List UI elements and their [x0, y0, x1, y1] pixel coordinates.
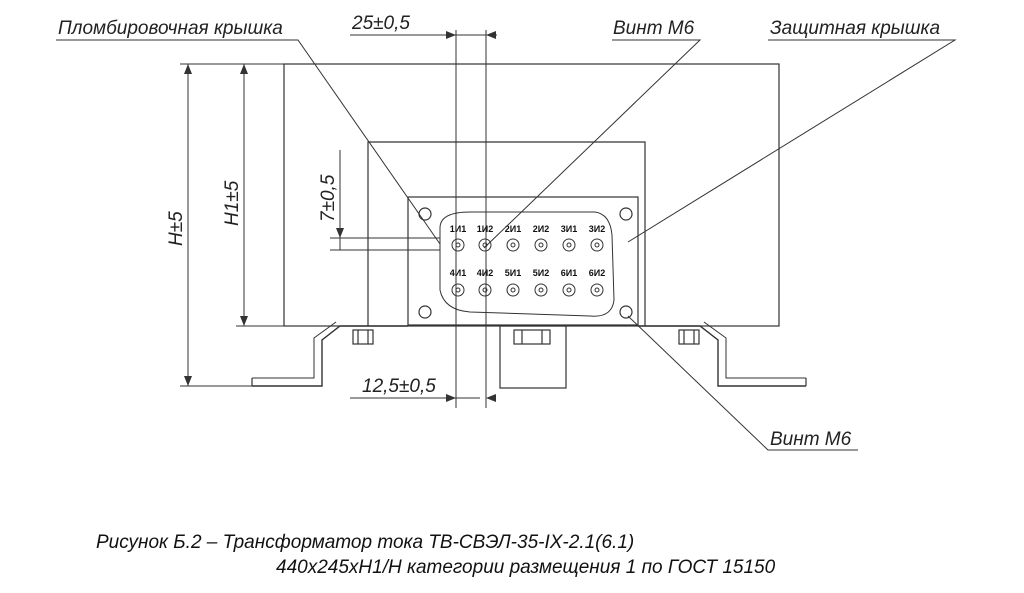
- terminal-label: 5И1: [505, 268, 521, 278]
- terminal-stud-center: [482, 287, 488, 293]
- terminal-label: 4И1: [450, 268, 466, 278]
- dimension-height-h: H±5: [166, 211, 187, 246]
- terminal-stud-center: [594, 242, 600, 248]
- terminal-stud: [590, 283, 604, 297]
- seal-cover-label: Пломбировочная крышка: [58, 18, 283, 39]
- terminal-label: 5И2: [533, 268, 549, 278]
- right-bracket: [638, 325, 806, 387]
- terminal-stud: [534, 238, 548, 252]
- screw-top-label: Винт М6: [613, 18, 695, 39]
- protective-cover-label: Защитная крышка: [770, 18, 940, 39]
- terminal-stud: [562, 238, 576, 252]
- panel-screw: [619, 207, 633, 221]
- terminal-stud: [451, 238, 465, 252]
- terminal-label: 4И2: [477, 268, 493, 278]
- terminal-stud: [562, 283, 576, 297]
- terminal-label: 1И2: [477, 224, 493, 234]
- terminal-stud: [478, 283, 492, 297]
- terminal-stud: [478, 238, 492, 252]
- terminal-stud-center: [455, 287, 461, 293]
- figure-caption-line-1: Рисунок Б.2 – Трансформатор тока ТВ-СВЭЛ…: [96, 532, 635, 553]
- right-bracket-inner: [703, 321, 806, 379]
- seal-cover-outline: [439, 211, 615, 317]
- inner-housing: [367, 141, 646, 326]
- terminal-panel: [407, 196, 639, 326]
- terminal-stud-center: [510, 242, 516, 248]
- terminal-label: 2И1: [505, 224, 521, 234]
- terminal-stud-center: [538, 242, 544, 248]
- terminal-stud-center: [594, 287, 600, 293]
- terminal-stud: [451, 283, 465, 297]
- dimension-top-width: 25±0,5: [351, 13, 410, 34]
- left-bracket: [252, 325, 408, 387]
- left-bracket-inner: [252, 321, 337, 379]
- terminal-stud: [534, 283, 548, 297]
- screw-bottom-label: Винт М6: [770, 429, 852, 450]
- terminal-stud-center: [566, 242, 572, 248]
- panel-screw: [418, 305, 432, 319]
- figure-caption-line-2: 440x245xH1/H категории размещения 1 по Г…: [276, 557, 776, 578]
- terminal-stud-center: [510, 287, 516, 293]
- terminal-label: 6И2: [589, 268, 605, 278]
- terminal-label: 3И2: [589, 224, 605, 234]
- terminal-label: 2И2: [533, 224, 549, 234]
- dimension-height-h1: H1±5: [222, 180, 243, 226]
- bottom-box: [499, 325, 567, 389]
- terminal-stud-center: [566, 287, 572, 293]
- terminal-label: 1И1: [450, 224, 466, 234]
- panel-screw: [619, 305, 633, 319]
- transformer-drawing: 1И1 1И2 2И1 2И2 3И1 3И2 4И1 4И2 5И1 5И2 6И1 6И2: [56, 13, 957, 451]
- terminal-stud: [590, 238, 604, 252]
- terminal-stud: [506, 283, 520, 297]
- dimension-bottom-width: 12,5±0,5: [362, 376, 436, 397]
- left-bracket-bolt: [352, 329, 374, 345]
- terminal-label: 6И1: [561, 268, 577, 278]
- terminal-stud-center: [538, 287, 544, 293]
- right-bracket-bolt: [678, 329, 700, 345]
- terminal-label: 3И1: [561, 224, 577, 234]
- terminal-stud-center: [455, 242, 461, 248]
- terminal-stud: [506, 238, 520, 252]
- dimension-offset: 7±0,5: [318, 174, 339, 222]
- panel-screw: [418, 207, 432, 221]
